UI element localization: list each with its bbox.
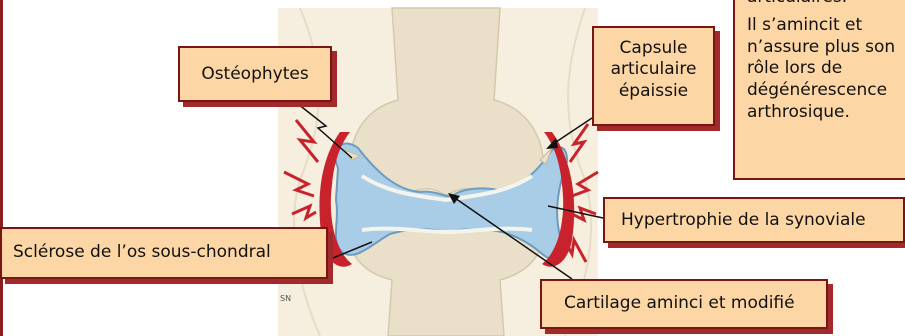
label-sclerose-os: Sclérose de l’os sous-chondral <box>0 227 328 279</box>
note-body-text: Il s’amincit et n’assure plus son rôle l… <box>747 15 905 124</box>
note-top-text: articulaires. <box>747 0 905 9</box>
label-hypertrophie-synoviale: Hypertrophie de la synoviale <box>603 197 905 243</box>
annotation-note: articulaires. Il s’amincit et n’assure p… <box>733 0 905 180</box>
label-osteophytes: Ostéophytes <box>178 46 332 102</box>
image-credit: SN <box>280 294 291 303</box>
label-capsule-epaissie: Capsule articulaire épaissie <box>592 26 715 126</box>
label-cartilage-aminci: Cartilage aminci et modifié <box>540 279 828 329</box>
